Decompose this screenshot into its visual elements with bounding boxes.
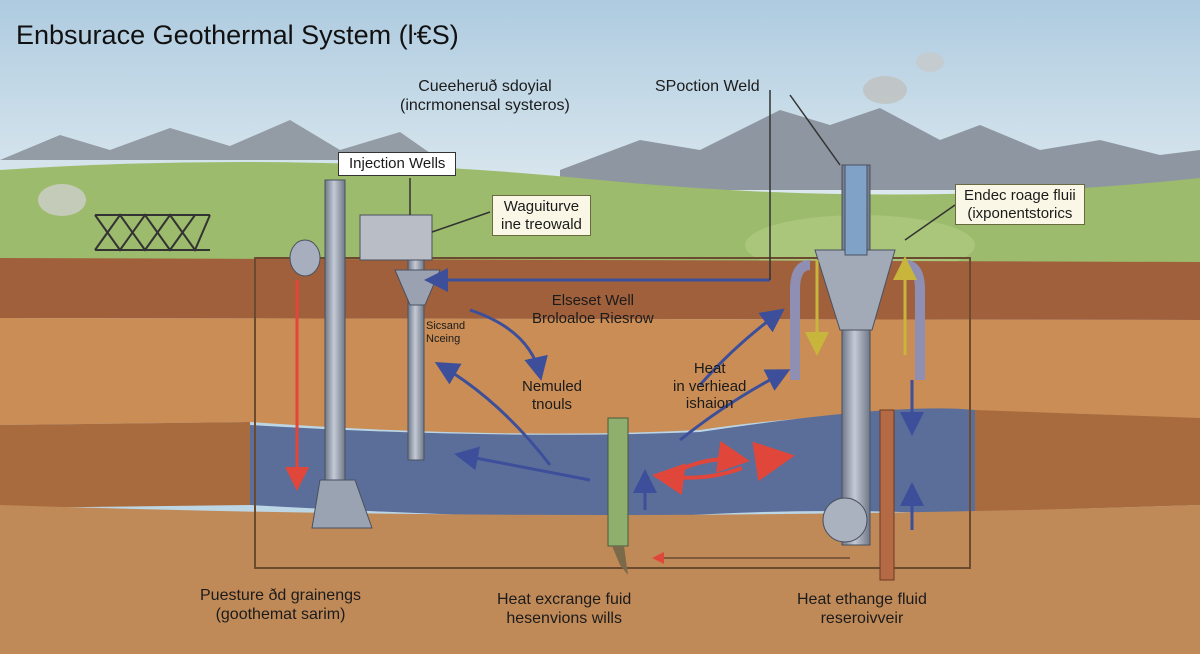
label-heat-mid: Heat in verhiead ishaion [673,360,746,413]
label-nemuled-line2: tnouls [532,395,573,413]
arrow-heat-left [652,463,743,496]
label-bottom-center-line1: Heat excrange fuid [497,591,632,608]
arrow-up-right [698,308,785,386]
injection-pipe-main [324,179,346,481]
label-enhanced-line2: (ixponentstorics [967,204,1073,222]
label-heat-line2: in verhiead [673,377,747,395]
label-heat-line1: Heat [693,360,726,377]
arrow-heat-small [752,441,795,482]
steam-cloud-right [863,76,907,104]
arrow-reservoir-left-up [434,361,552,466]
production-separator [814,249,896,331]
deep-rock-layer [0,505,1200,654]
label-injection-wells: Injection Wells [338,152,457,176]
label-bottom-left-line1: Puesture ðd grainengs [200,587,361,604]
mountains-left [0,120,440,160]
side-rock-left [0,422,250,508]
label-bottom-left: Puesture ðd grainengs (goothemat sarim) [200,587,361,625]
production-column [844,164,868,256]
label-stored-line1: Sicsand [426,320,466,332]
label-heat-line3: ishaion [685,395,734,413]
cooling-tower-icon [94,213,211,253]
label-bottom-left-line2: (goothemat sarim) [215,605,346,623]
steam-cloud-top [916,52,944,72]
label-bottom-right-line1: Heat ethange fluid [797,591,927,608]
label-upper-center: Cueeheruð sdoyial (incrmonensal systeros… [400,78,570,116]
hot-pipe [879,409,895,581]
injection-bit [311,479,373,529]
leader-enhanced [904,204,956,241]
production-bit [822,497,868,543]
observation-well [607,417,629,547]
arrow-to-center [469,308,548,381]
side-pipe-left [790,260,811,380]
observation-well-tip [612,546,628,575]
label-bottom-right: Heat ethange fluid reseroivveir [797,591,927,629]
label-nemuled: Nemuled tnouls [522,378,582,413]
label-wagui-line2: ine treowald [501,215,582,233]
label-production-well: SPoction Weld [655,78,760,95]
label-enhanced-line1: Endec roage fluii [964,187,1076,204]
injection-pipe-secondary [407,229,425,461]
label-stored: Sicsand Nceing [426,320,465,346]
mountains-right [560,108,1200,190]
label-center-well-line2: Broloaloe Riesrow [532,309,654,327]
leader-production-2 [789,94,841,166]
cross-section-frame [254,257,971,569]
label-wagui-line1: Waguiturve [503,198,580,215]
label-stored-line2: Nceing [426,332,461,345]
steam-cloud-left [38,184,86,216]
arrow-reservoir-left [454,446,591,482]
label-enhanced-box: Endec roage fluii (ixponentstorics [955,184,1085,226]
injection-wellhead [359,214,433,261]
label-upper-center-line2: (incrmonensal systeros) [400,96,570,114]
rock-layer [0,318,1200,434]
arrow-to-production [679,369,791,442]
label-bottom-center: Heat excrange fuid hesenvions wills [497,591,631,629]
label-bottom-right-line2: reseroivveir [820,609,904,627]
side-rock-right [975,410,1200,512]
label-upper-center-line1: Cueeheruð sdoyial [418,78,552,95]
leader-wagui [431,211,491,233]
injection-tank [289,239,321,277]
label-center-well: Elseset Well Broloaloe Riesrow [532,292,654,327]
label-nemuled-line1: Nemuled [522,378,583,395]
label-wagui-box: Waguiturve ine treowald [492,195,591,237]
diagram-title: Enbsurace Geothermal System (ŀ€S) [16,20,459,50]
label-bottom-center-line2: hesenvions wills [506,609,622,627]
label-center-well-line1: Elseset Well [551,292,634,309]
